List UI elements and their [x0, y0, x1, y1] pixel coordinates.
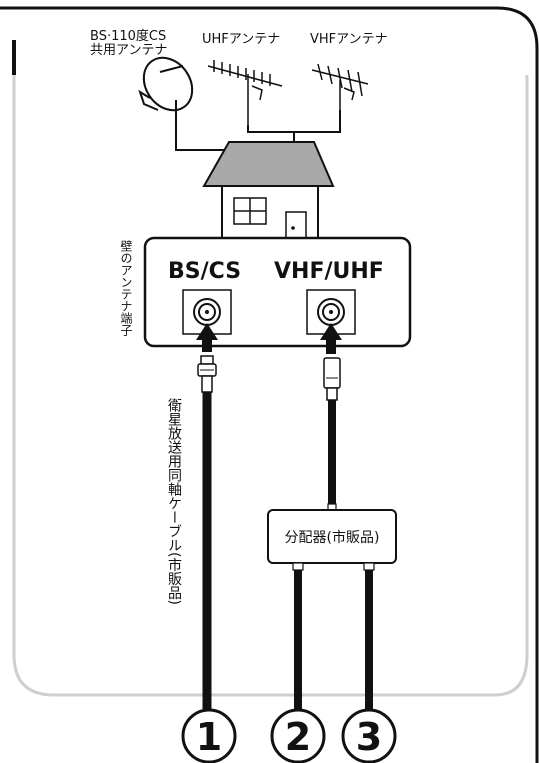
splitter-output-3-cable — [363, 562, 375, 712]
wall-terminal-label: 壁のアンテナ端子 — [119, 239, 133, 336]
bs-cs-arrow-icon — [196, 323, 218, 352]
bs-cs-antenna-label-2: 共用アンテナ — [90, 43, 167, 58]
output-1-number: 1 — [196, 715, 222, 759]
uhf-antenna-icon — [207, 60, 283, 125]
output-3-number: 3 — [356, 715, 382, 759]
house-icon — [202, 141, 335, 239]
inner-panel — [12, 75, 529, 697]
bs-cs-cable — [197, 355, 217, 712]
splitter-box — [267, 509, 397, 564]
bs-cs-port-label: BS/CS — [168, 259, 241, 284]
antenna-feed-lines — [175, 110, 341, 151]
output-3-marker: 3 — [341, 708, 397, 763]
vhf-uhf-arrow-icon — [320, 323, 342, 354]
uhf-antenna-label: UHFアンテナ — [202, 32, 280, 47]
satellite-dish-icon — [138, 56, 194, 125]
splitter-label: 分配器(市販品) — [285, 529, 380, 546]
output-2-number: 2 — [285, 715, 311, 759]
splitter-output-2-cable — [292, 562, 304, 712]
vhf-uhf-cable — [323, 357, 341, 511]
outer-panel-border — [0, 6, 539, 763]
bs-cs-antenna-label-1: BS·110度CS — [90, 28, 166, 44]
output-2-marker: 2 — [270, 708, 326, 763]
vhf-antenna-label: VHFアンテナ — [310, 32, 388, 47]
satellite-cable-label: 衛星放送用同軸ケーブル(市販品) — [166, 398, 182, 605]
vhf-uhf-port-label: VHF/UHF — [274, 259, 384, 284]
output-1-marker: 1 — [181, 708, 237, 763]
vhf-antenna-icon — [311, 63, 369, 110]
